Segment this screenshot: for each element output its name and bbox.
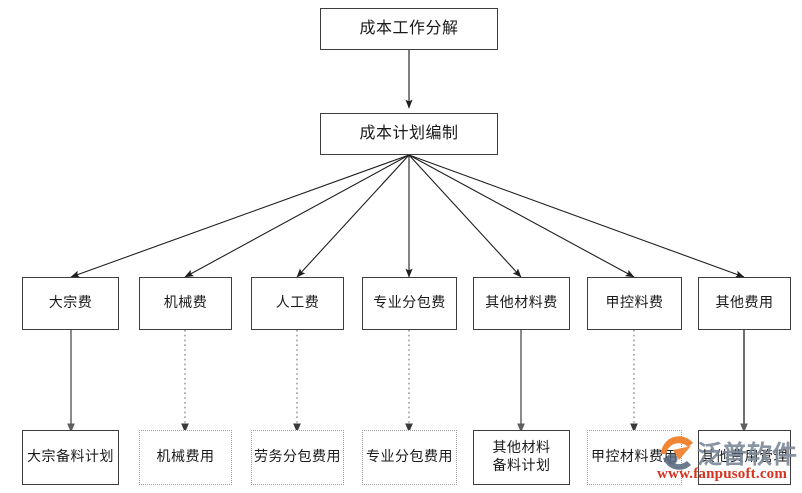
node-plan-owner-controlled-material-expense[interactable]: 甲控材料费用 — [587, 430, 682, 485]
node-label: 其他材料费 — [485, 295, 558, 311]
node-label: 人工费 — [275, 295, 320, 311]
node-label: 专业分包费 — [373, 295, 446, 311]
node-label: 大宗费 — [48, 295, 93, 311]
node-plan-other-expense-management[interactable]: 其他费用管理 — [698, 430, 791, 485]
node-cost-item-machinery-fee[interactable]: 机械费 — [139, 277, 232, 330]
node-label: 甲控料费 — [605, 295, 664, 311]
connector-plan-to-item-5 — [408, 154, 522, 278]
node-cost-item-professional-subcontract-fee[interactable]: 专业分包费 — [362, 277, 457, 330]
node-label: 其他材料 备料计划 — [492, 441, 551, 474]
node-cost-item-labor-fee[interactable]: 人工费 — [251, 277, 344, 330]
node-plan-machinery-expense[interactable]: 机械费用 — [139, 430, 232, 485]
node-label: 其他费用管理 — [701, 449, 788, 465]
node-cost-work-breakdown[interactable]: 成本工作分解 — [320, 8, 498, 50]
node-label: 机械费 — [163, 295, 208, 311]
node-cost-item-owner-controlled-material-fee[interactable]: 甲控料费 — [587, 277, 682, 330]
node-cost-item-other-material-fee[interactable]: 其他材料费 — [473, 277, 570, 330]
node-label: 劳务分包费用 — [254, 449, 341, 465]
node-label: 成本工作分解 — [359, 20, 459, 37]
node-label: 其他费用 — [715, 295, 774, 311]
connector-plan-to-item-7 — [408, 154, 745, 278]
node-label: 甲控材料费用 — [591, 449, 678, 465]
node-cost-plan-preparation[interactable]: 成本计划编制 — [320, 113, 498, 155]
node-plan-labor-subcontract-expense[interactable]: 劳务分包费用 — [251, 430, 344, 485]
node-label: 机械费用 — [156, 449, 215, 465]
connector-plan-to-item-3 — [296, 154, 410, 278]
node-plan-other-material-plan[interactable]: 其他材料 备料计划 — [473, 430, 570, 485]
node-cost-item-other-fee[interactable]: 其他费用 — [698, 277, 791, 330]
node-cost-item-bulk-fee[interactable]: 大宗费 — [22, 277, 119, 330]
node-plan-professional-subcontract-expense[interactable]: 专业分包费用 — [362, 430, 457, 485]
node-label: 大宗备料计划 — [27, 449, 114, 465]
connector-plan-to-item-6 — [408, 154, 635, 278]
connector-plan-to-item-2 — [184, 154, 410, 278]
node-label: 专业分包费用 — [366, 449, 453, 465]
connector-plan-to-item-1 — [70, 154, 410, 278]
node-label: 成本计划编制 — [359, 125, 459, 142]
node-plan-bulk-material-plan[interactable]: 大宗备料计划 — [22, 430, 119, 485]
